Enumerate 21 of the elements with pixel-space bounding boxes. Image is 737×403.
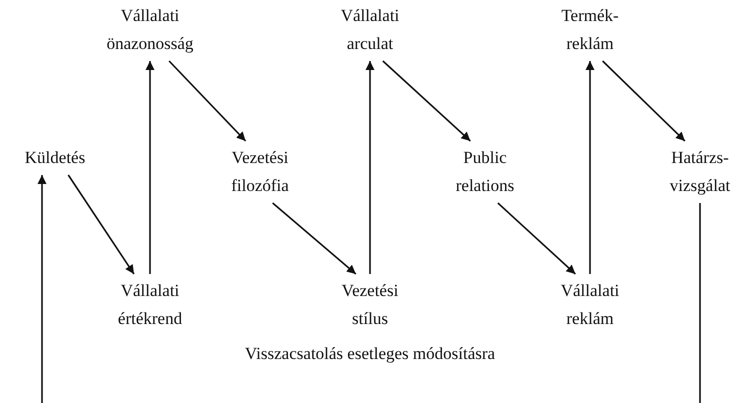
node-label: Küldetés	[24, 147, 86, 169]
node-label: Határzs- vizsgálat	[670, 147, 730, 197]
feedback-label: Visszacsatolás esetleges módosításra	[244, 343, 496, 365]
node-label: Termék- reklám	[561, 5, 619, 55]
arrow	[586, 61, 594, 274]
node-label: Vezetési stílus	[342, 280, 398, 330]
node-label: Public relations	[456, 147, 514, 197]
arrow	[497, 202, 576, 275]
arrow	[382, 60, 471, 142]
node-label: Vállalati reklám	[560, 280, 620, 330]
arrow	[68, 174, 135, 274]
node-label: Vállalati arculat	[340, 5, 400, 55]
arrow	[168, 60, 246, 142]
node-label: Vállalati értékrend	[118, 280, 182, 330]
arrow	[366, 61, 374, 274]
arrow	[146, 61, 154, 274]
arrow	[272, 202, 356, 275]
arrow	[38, 175, 46, 403]
node-label: Vállalati önazonosság	[106, 5, 194, 55]
node-label: Vezetési filozófia	[231, 147, 289, 197]
arrow	[602, 60, 686, 142]
